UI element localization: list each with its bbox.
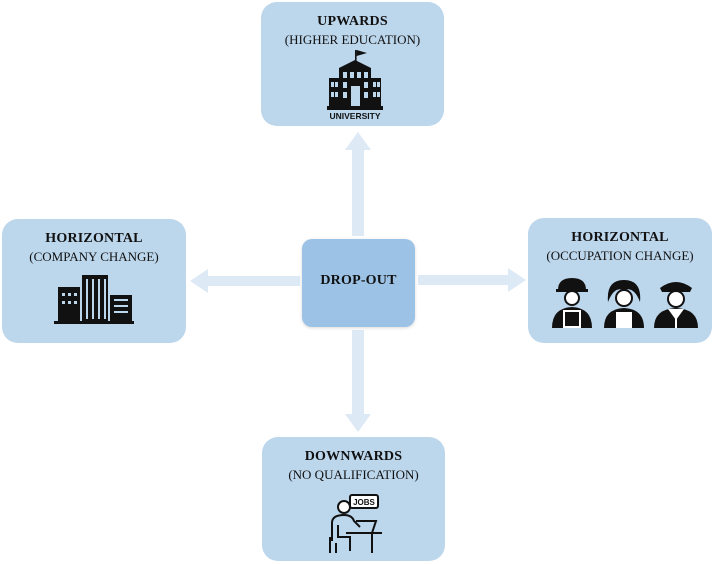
arrow-up xyxy=(345,132,371,236)
office-buildings-icon xyxy=(54,275,134,324)
upwards-subtitle: (HIGHER EDUCATION) xyxy=(284,32,421,47)
dropout-center-node: DROP-OUT xyxy=(302,239,415,327)
downwards-node: DOWNWARDS (NO QUALIFICATION) JOBS xyxy=(262,437,445,561)
arrow-down xyxy=(345,330,371,432)
jobs-icon-label: JOBS xyxy=(353,498,375,507)
horizontal-occupation-subtitle: (OCCUPATION CHANGE) xyxy=(546,248,694,263)
dropout-label: DROP-OUT xyxy=(320,273,397,288)
pilot-icon xyxy=(654,282,698,328)
university-icon: UNIVERSITY xyxy=(327,50,383,120)
upwards-node: UPWARDS (HIGHER EDUCATION) UNIVERSITY xyxy=(261,2,444,126)
job-search-icon: JOBS xyxy=(329,494,382,553)
downwards-title: DOWNWARDS xyxy=(304,449,403,464)
horizontal-occupation-node: HORIZONTAL (OCCUPATION CHANGE) xyxy=(528,218,712,343)
horizontal-occupation-title: HORIZONTAL xyxy=(571,230,669,245)
upwards-title: UPWARDS xyxy=(317,14,388,29)
horizontal-company-node: HORIZONTAL (COMPANY CHANGE) xyxy=(2,219,186,343)
arrow-left xyxy=(190,269,300,293)
horizontal-company-subtitle: (COMPANY CHANGE) xyxy=(29,249,159,264)
university-icon-label: UNIVERSITY xyxy=(329,111,380,120)
downwards-subtitle: (NO QUALIFICATION) xyxy=(288,467,419,482)
arrow-right xyxy=(418,268,526,292)
service-worker-icon xyxy=(604,280,644,328)
horizontal-company-title: HORIZONTAL xyxy=(45,231,143,246)
construction-worker-icon xyxy=(552,278,592,328)
workers-icon xyxy=(552,278,698,328)
